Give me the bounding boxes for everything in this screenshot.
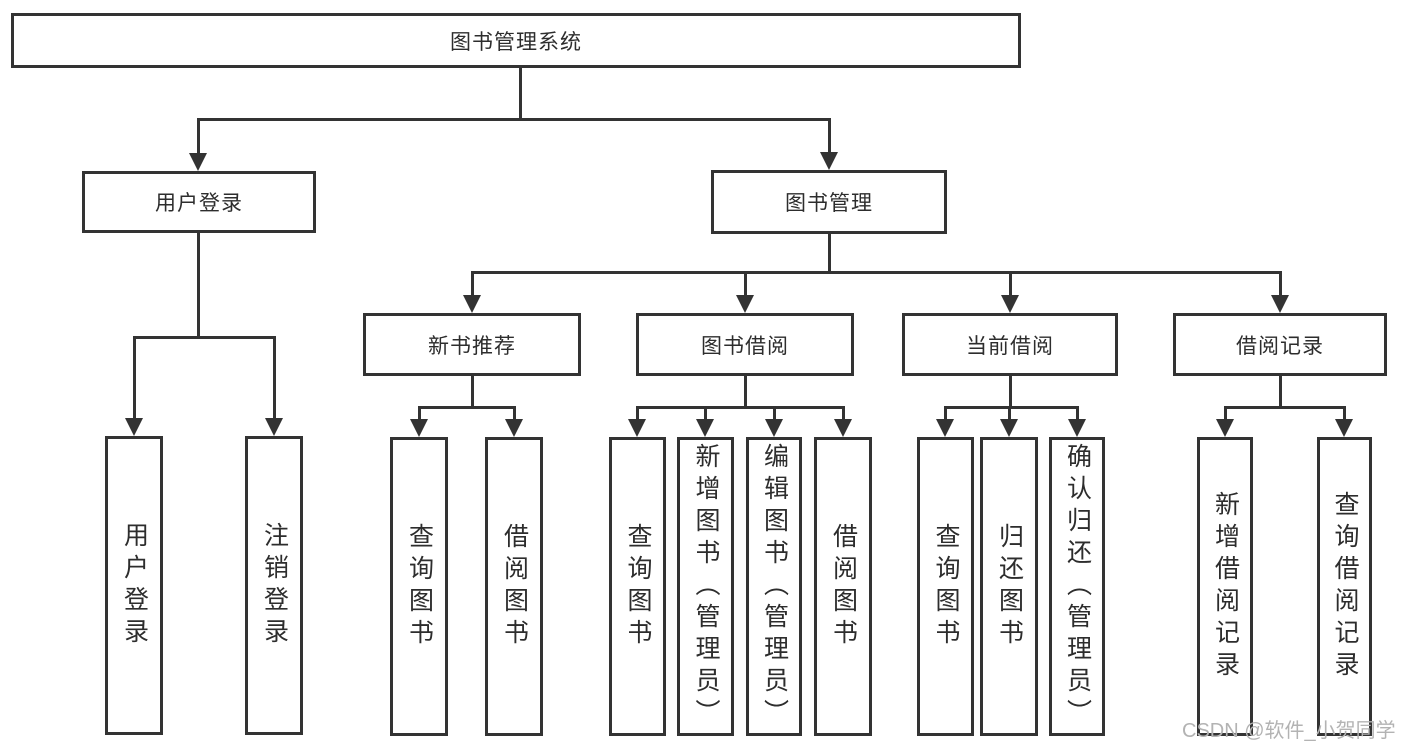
connector-line [944,406,947,422]
connector-line [744,376,747,406]
connector-line [773,406,776,422]
node-book-borrow: 图书借阅 [636,313,854,376]
connector-line [418,406,516,409]
node-label: 编辑图书（管理员） [760,442,789,731]
node-label: 图书借阅 [701,334,789,358]
arrow-down-icon [834,419,852,437]
node-label: 图书管理系统 [450,30,582,54]
connector-line [704,406,707,422]
node-label: 注销登录 [260,521,289,650]
csdn-watermark: CSDN @软件_小贺同学 [1182,720,1396,742]
leaf-logout: 注销登录 [245,436,303,735]
connector-line [197,118,200,158]
node-new-book-recommend: 新书推荐 [363,313,581,376]
arrow-down-icon [936,419,954,437]
arrow-down-icon [1216,419,1234,437]
node-book-management: 图书管理 [711,170,947,234]
leaf-newbook-borrow-books: 借阅图书 [485,437,543,736]
connector-line [1224,406,1227,422]
connector-line [636,406,639,422]
leaf-current-return-books: 归还图书 [980,437,1038,736]
connector-line [197,118,831,121]
connector-line [133,336,136,422]
node-label: 用户登录 [155,192,243,215]
arrow-down-icon [1335,419,1353,437]
connector-line [1343,406,1346,422]
node-label: 用户登录 [120,521,149,650]
arrow-down-icon [736,295,754,313]
node-label: 借阅记录 [1236,334,1324,358]
arrow-down-icon [696,419,714,437]
connector-line [842,406,845,422]
arrow-down-icon [1000,419,1018,437]
leaf-borrow-query-books: 查询图书 [609,437,666,736]
connector-line [513,406,516,422]
node-label: 新增借阅记录 [1211,490,1240,683]
leaf-borrow-add-books-admin: 新增图书（管理员） [677,437,734,736]
node-label: 归还图书 [995,522,1024,651]
connector-line [1279,271,1282,299]
connector-line [1009,271,1012,299]
connector-line [744,271,747,299]
node-root-library-management-system: 图书管理系统 [11,13,1021,68]
leaf-current-confirm-return-admin: 确认归还（管理员） [1049,437,1105,736]
connector-line [944,406,1078,409]
arrow-down-icon [265,418,283,436]
leaf-newbook-query-books: 查询图书 [390,437,448,736]
node-label: 借阅图书 [500,522,529,651]
leaf-user-login: 用户登录 [105,436,163,735]
connector-line [273,336,276,422]
connector-line [828,234,831,271]
connector-line [1009,376,1012,406]
node-label: 借阅图书 [829,522,858,651]
connector-line [1076,406,1079,422]
node-label: 新增图书（管理员） [692,442,720,731]
node-label: 图书管理 [785,192,873,215]
node-label: 查询图书 [405,522,434,651]
node-label: 当前借阅 [966,334,1054,358]
connector-line [471,271,474,299]
node-label: 查询图书 [932,522,960,651]
arrow-down-icon [189,153,207,171]
connector-line [636,406,844,409]
node-label: 新书推荐 [428,334,516,358]
node-current-borrow: 当前借阅 [902,313,1118,376]
arrow-down-icon [410,419,428,437]
connector-line [519,68,522,118]
connector-line [471,271,1282,274]
connector-line [471,376,474,406]
arrow-down-icon [1068,419,1086,437]
connector-line [418,406,421,422]
connector-line [1224,406,1345,409]
arrow-down-icon [765,419,783,437]
arrow-down-icon [820,152,838,170]
leaf-records-add-record: 新增借阅记录 [1197,437,1253,736]
connector-line [1008,406,1011,422]
arrow-down-icon [1001,295,1019,313]
connector-line [197,233,200,336]
connector-line [828,118,831,158]
connector-line [1279,376,1282,406]
connector-line [133,336,276,339]
node-label: 查询借阅记录 [1331,490,1359,683]
node-borrow-records: 借阅记录 [1173,313,1387,376]
arrow-down-icon [505,419,523,437]
arrow-down-icon [125,418,143,436]
arrow-down-icon [628,419,646,437]
arrow-down-icon [1271,295,1289,313]
node-label: 查询图书 [624,522,652,651]
leaf-current-query-books: 查询图书 [917,437,974,736]
arrow-down-icon [463,295,481,313]
leaf-borrow-borrow-books: 借阅图书 [814,437,872,736]
leaf-borrow-edit-books-admin: 编辑图书（管理员） [746,437,802,736]
node-user-login: 用户登录 [82,171,316,233]
node-label: 确认归还（管理员） [1063,442,1092,731]
leaf-records-query-record: 查询借阅记录 [1317,437,1372,736]
